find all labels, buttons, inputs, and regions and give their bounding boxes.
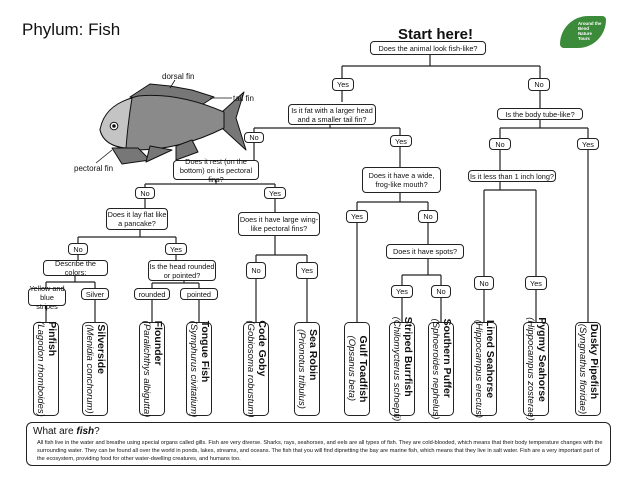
question-spots: Does it have spots? — [386, 244, 464, 259]
question-tube-like: Is the body tube-like? — [497, 108, 583, 120]
species-dusky-pipefish: Dusky Pipefish(Syngnathus floridae) — [575, 322, 601, 416]
answer-yes: Yes — [525, 276, 547, 290]
species-pygmy-seahorse: Pygmy Seahorse(Hippocampus zosterae) — [523, 317, 549, 421]
info-heading-suffix: ? — [94, 426, 100, 437]
answer-yellow-blue: Yellow and blue stripes — [28, 283, 66, 311]
answer-yes: Yes — [346, 210, 368, 223]
species-name: Pinfish — [46, 321, 58, 357]
answer-no: No — [68, 243, 88, 255]
answer-no: No — [244, 132, 264, 143]
answer-yes: Yes — [391, 285, 413, 298]
species-name: Dusky Pipefish — [588, 323, 600, 400]
species-scientific: (Chilomycterus schoepfi) — [391, 316, 402, 422]
question-head-shape: Is the head rounded or pointed? — [148, 260, 216, 281]
info-panel: What are fish? All fish live in the wate… — [26, 422, 611, 466]
species-scientific: (Prionotus tribulus) — [296, 329, 307, 409]
info-heading-prefix: What are — [33, 426, 77, 437]
species-scientific: (Menidia conchorum) — [84, 324, 95, 414]
question-wing-fins: Does it have large wing-like pectoral fi… — [238, 212, 320, 236]
answer-yes: Yes — [577, 138, 599, 150]
species-scientific: (Gobiosoma robustum) — [245, 320, 256, 418]
answer-no: No — [474, 276, 494, 290]
logo: Around the Bend Nature Tours — [560, 16, 606, 48]
species-name: Southern Puffer — [441, 318, 453, 398]
answer-no: No — [135, 187, 155, 199]
species-name: Code Goby — [256, 320, 268, 377]
question-fat-head: Is it fat with a larger head and a small… — [288, 104, 376, 125]
answer-yes: Yes — [296, 262, 318, 279]
species-name: Sea Robin — [307, 329, 319, 381]
species-scientific: (Syngnathus floridae) — [577, 323, 588, 415]
species-sea-robin: Sea Robin(Prionotus tribulus) — [294, 322, 320, 416]
question-less-than-inch: Is it less than 1 inch long? — [468, 170, 556, 182]
species-name: Silverside — [95, 324, 107, 375]
species-name: Tongue Fish — [199, 320, 211, 383]
species-name: Gulf Toadfish — [357, 335, 369, 403]
species-gulf-toadfish: Gulf Toadfish(Opsanus beta) — [344, 322, 370, 416]
answer-yes: Yes — [390, 135, 412, 147]
species-scientific: (Hippocampus erectus) — [473, 319, 484, 419]
answer-rounded: rounded — [134, 288, 170, 300]
pectoral-fin-label: pectoral fin — [74, 164, 114, 173]
species-southern-puffer: Southern Puffer(Sphoeroides nephelus) — [428, 319, 454, 419]
logo-text: Around the Bend Nature Tours — [578, 21, 602, 41]
species-striped-burrfish: Striped Burrfish(Chilomycterus schoepfi) — [389, 317, 415, 421]
species-code-goby: Code Goby(Gobiosoma robustum) — [243, 320, 269, 418]
species-flounder: Flounder(Paralichthys albigutta) — [139, 320, 165, 418]
info-body: All fish live in the water and breathe u… — [37, 440, 603, 462]
species-name: Striped Burrfish — [402, 316, 414, 397]
species-name: Flounder — [152, 320, 164, 366]
question-rest-pectoral: Does it rest (on the bottom) on its pect… — [173, 157, 259, 184]
tail-fin-label: tail fin — [233, 94, 254, 103]
answer-no: No — [489, 138, 511, 150]
answer-yes: Yes — [332, 78, 354, 91]
species-name: Pygmy Seahorse — [536, 317, 548, 402]
question-frog-mouth: Does it have a wide, frog-like mouth? — [362, 167, 441, 193]
info-heading-emphasis: fish — [76, 426, 95, 437]
answer-no: No — [246, 262, 266, 279]
species-tongue-fish: Tongue Fish(Symphurus civitatium) — [186, 320, 212, 418]
species-scientific: (Symphurus civitatium) — [188, 320, 199, 418]
species-lined-seahorse: Lined Seahorse(Hippocampus erectus) — [471, 319, 497, 419]
species-name: Lined Seahorse — [484, 319, 496, 399]
question-lay-flat: Does it lay flat like a pancake? — [106, 208, 168, 230]
question-colors: Describe the colors: — [43, 259, 108, 277]
species-scientific: (Hippocampus zosterae) — [525, 317, 536, 421]
answer-no: No — [528, 78, 550, 91]
answer-no: No — [418, 210, 438, 223]
species-scientific: (Sphoeroides nephelus) — [430, 318, 441, 420]
species-scientific: (Lagodon rhomboides) — [35, 321, 46, 417]
answer-pointed: pointed — [180, 288, 218, 300]
page-title: Phylum: Fish — [22, 20, 121, 39]
dorsal-fin-label: dorsal fin — [162, 72, 195, 81]
answer-yes: Yes — [165, 243, 187, 255]
question-fish-like: Does the animal look fish-like? — [370, 41, 486, 55]
answer-no: No — [431, 285, 451, 298]
species-scientific: (Opsanus beta) — [346, 335, 357, 402]
start-label: Start here! — [398, 26, 474, 43]
species-scientific: (Paralichthys albigutta) — [141, 320, 152, 418]
info-heading: What are fish? — [33, 426, 100, 437]
species-pinfish: Pinfish(Lagodon rhomboides) — [33, 321, 59, 417]
answer-silver: Silver — [81, 288, 109, 300]
answer-yes: Yes — [264, 187, 286, 199]
species-silverside: Silverside(Menidia conchorum) — [82, 322, 108, 416]
